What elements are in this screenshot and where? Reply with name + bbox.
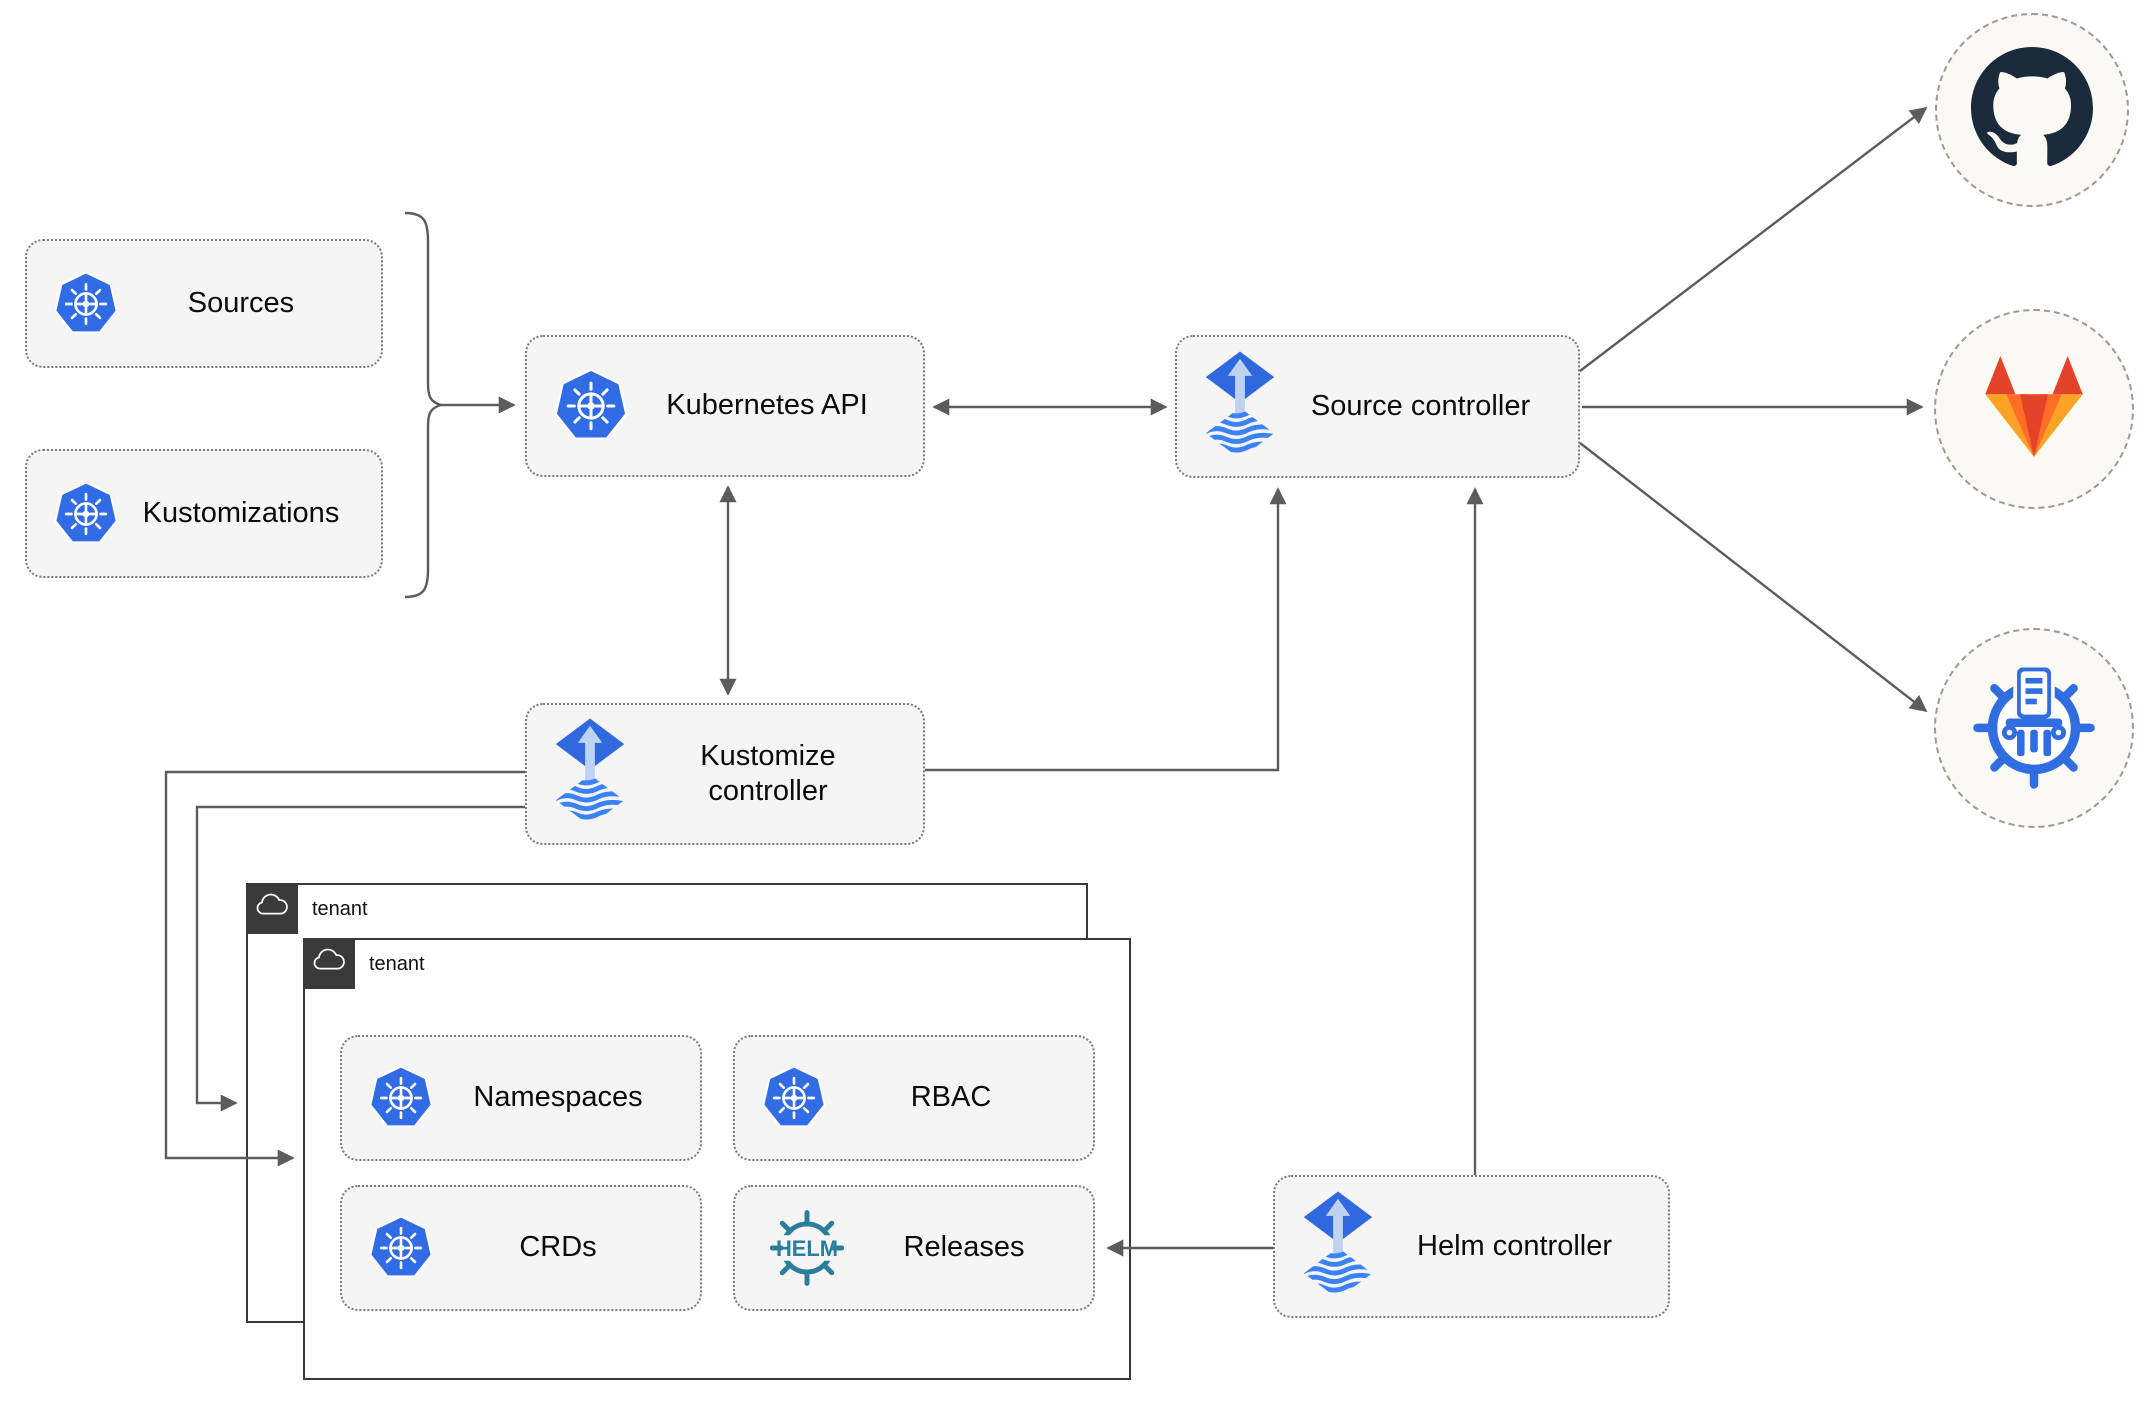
node-label: Namespaces [473, 1081, 643, 1114]
flux-icon [1301, 1189, 1375, 1305]
source-controller-node[interactable]: Source controller [1175, 335, 1580, 478]
tenant-tab [303, 938, 355, 989]
namespaces-node[interactable]: Namespaces [340, 1035, 702, 1161]
bracket-shape [404, 211, 446, 599]
gitlab-node[interactable] [1934, 309, 2134, 509]
sources-node[interactable]: Sources [25, 239, 383, 368]
arrow-source-chartmuseum [1579, 442, 1928, 713]
tenant-label: tenant [369, 953, 425, 975]
kustomize-controller-node[interactable]: Kustomize controller [525, 703, 925, 845]
arrow-source-github [1579, 106, 1928, 372]
flux-icon [553, 716, 627, 832]
node-label: Kubernetes API [666, 389, 868, 422]
kubernetes-icon [53, 481, 119, 547]
helm-controller-node[interactable]: Helm controller [1273, 1175, 1670, 1318]
node-label: Helm controller [1417, 1229, 1612, 1262]
node-label: Releases [903, 1231, 1025, 1264]
tenant-label: tenant [312, 898, 368, 920]
cloud-icon [311, 947, 347, 980]
releases-node[interactable]: HELM Releases [733, 1185, 1095, 1311]
rbac-node[interactable]: RBAC [733, 1035, 1095, 1161]
node-label: Kustomizations [142, 496, 340, 529]
github-icon [1971, 46, 2093, 174]
gitlab-icon [1976, 354, 2092, 465]
kubernetes-api-node[interactable]: Kubernetes API [525, 335, 925, 477]
cloud-icon [254, 892, 290, 925]
flux-icon [1203, 349, 1277, 465]
helm-icon: HELM [761, 1205, 853, 1291]
kubernetes-icon [553, 368, 629, 444]
chartmuseum-icon [1968, 660, 2100, 797]
tenant-tab [246, 883, 298, 934]
kubernetes-icon [368, 1215, 434, 1281]
github-node[interactable] [1935, 13, 2129, 207]
crds-node[interactable]: CRDs [340, 1185, 702, 1311]
arrow-kustomize-source [925, 487, 1287, 772]
kubernetes-icon [53, 271, 119, 337]
node-label: CRDs [519, 1231, 597, 1264]
node-label: Source controller [1310, 389, 1531, 422]
node-label: Kustomize controller [700, 739, 836, 807]
chartmuseum-node[interactable] [1934, 628, 2134, 828]
kubernetes-icon [368, 1065, 434, 1131]
kubernetes-icon [761, 1065, 827, 1131]
node-label: RBAC [910, 1081, 992, 1114]
node-label: Sources [187, 286, 295, 319]
helm-wordmark: HELM [776, 1236, 838, 1261]
kustomizations-node[interactable]: Kustomizations [25, 449, 383, 578]
